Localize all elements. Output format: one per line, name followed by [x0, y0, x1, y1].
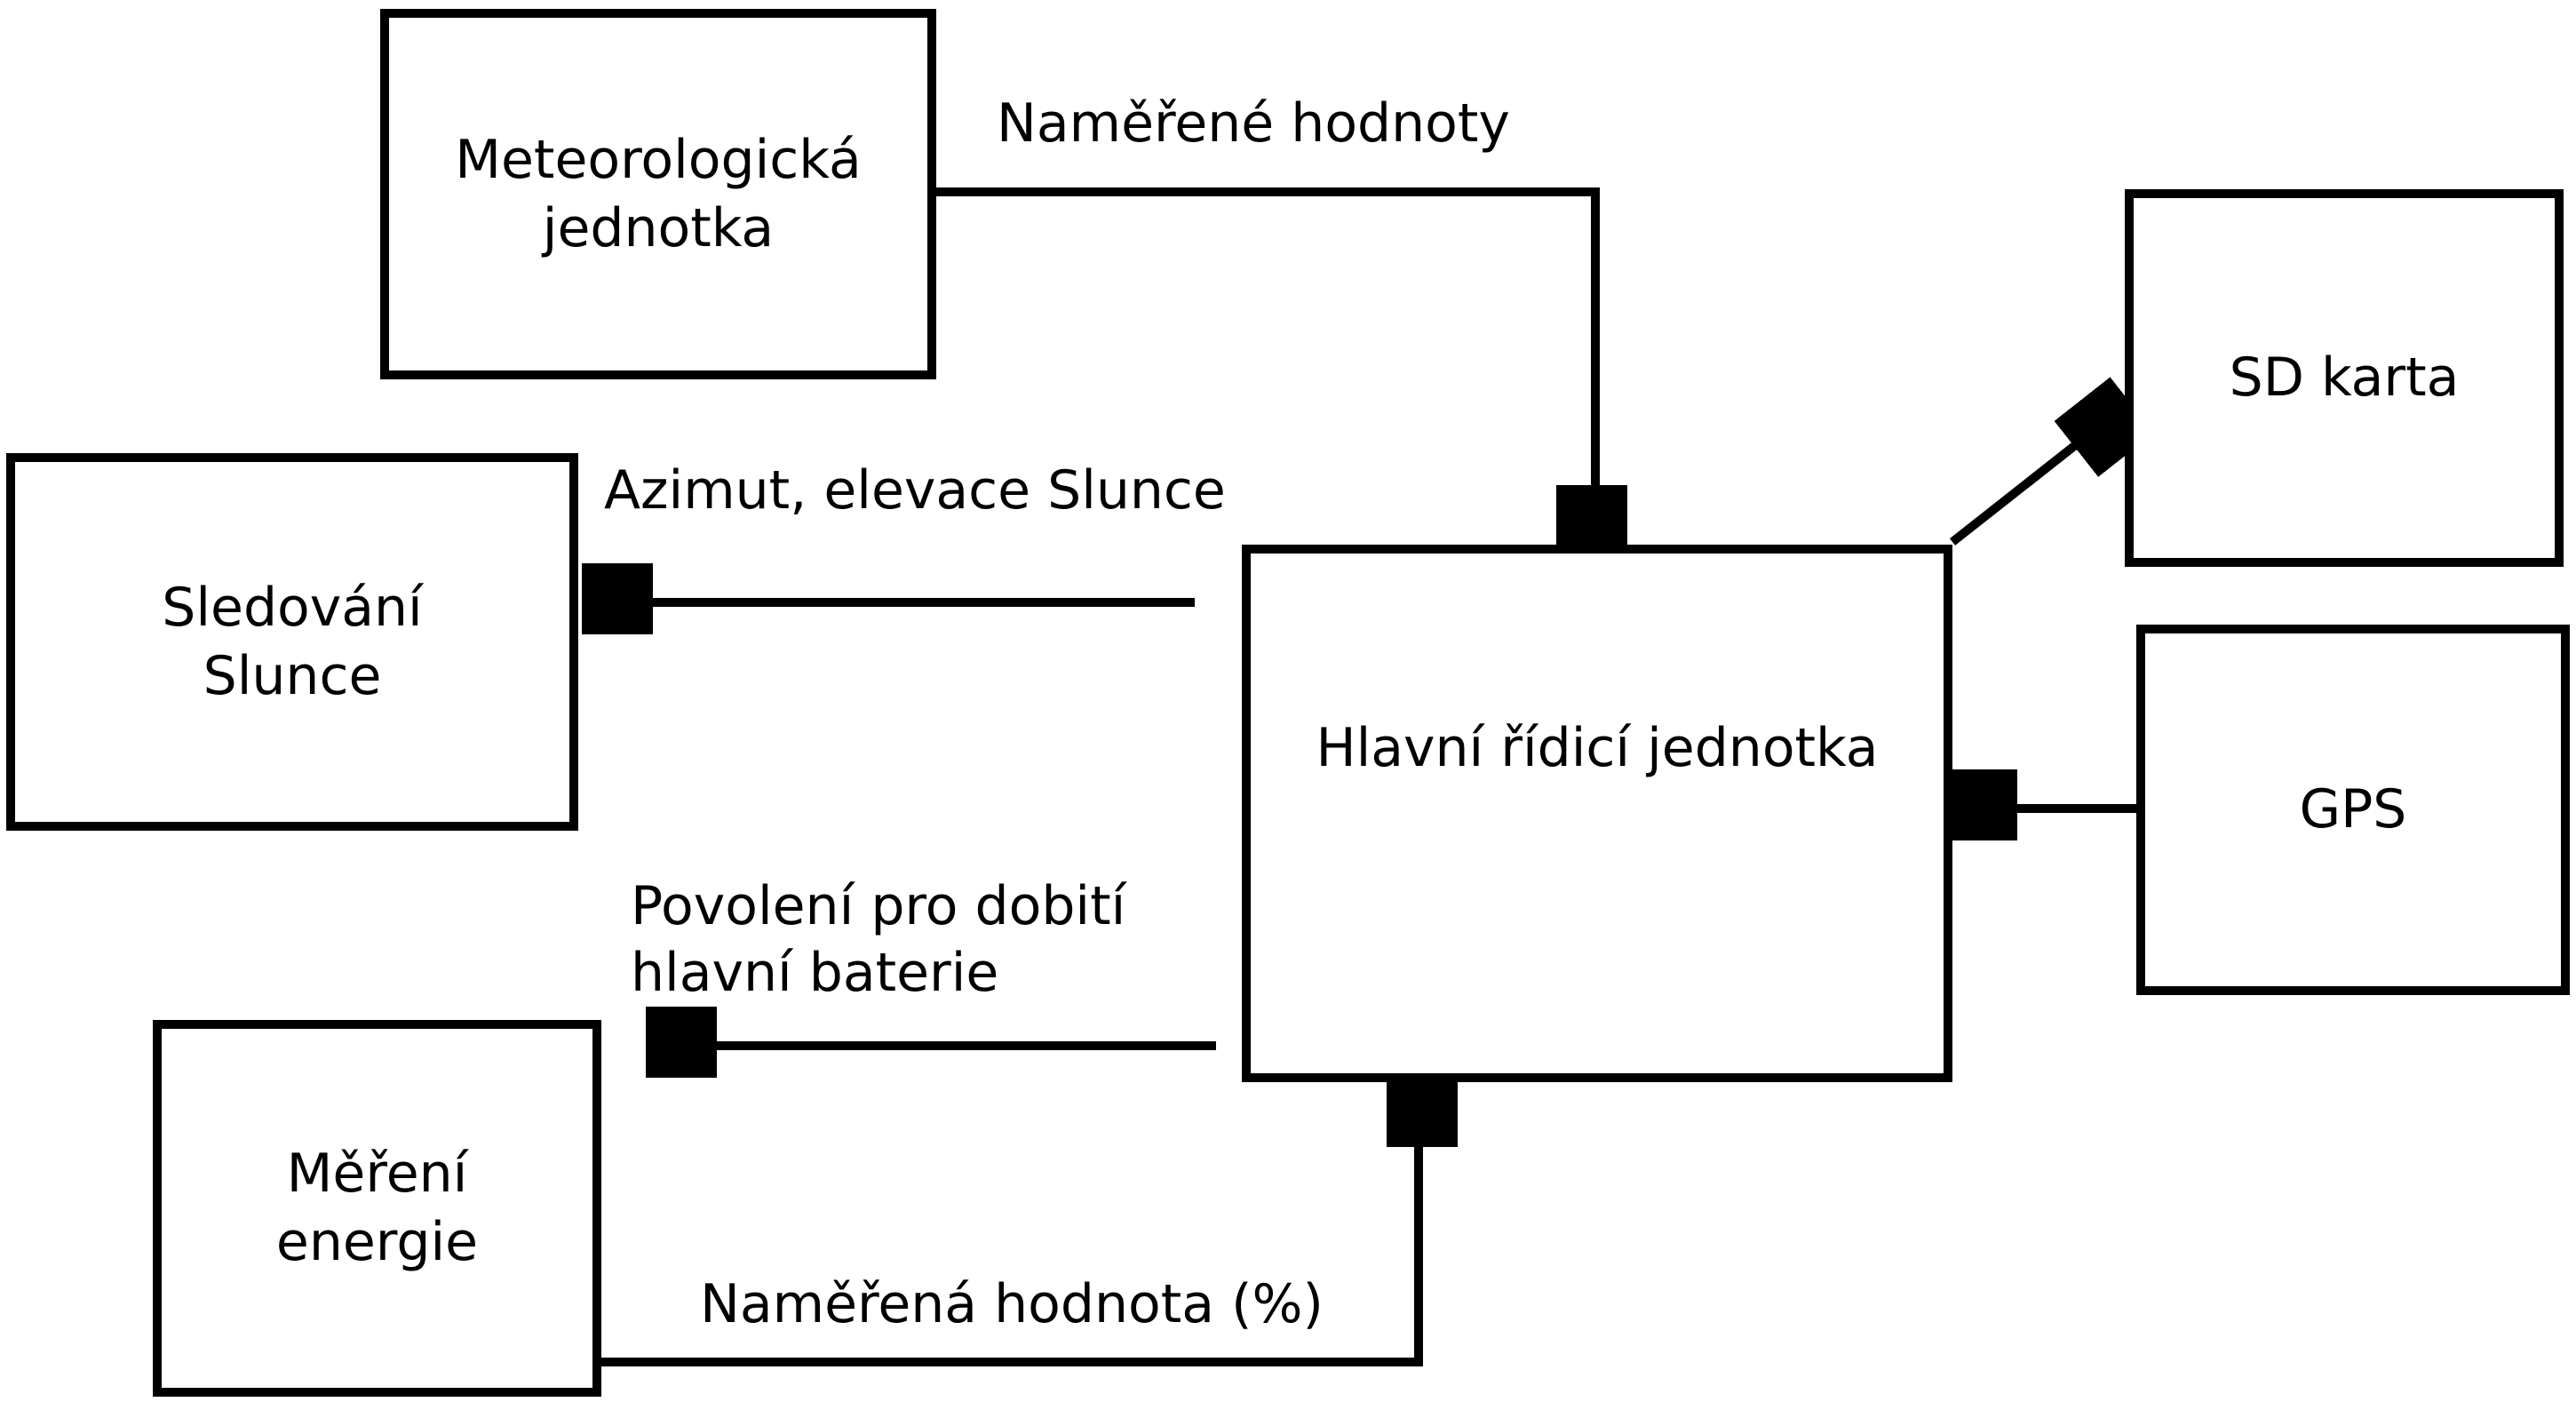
meteo-label-line2: jednotka — [542, 196, 775, 259]
sledovani-label-line1: Sledování — [162, 576, 423, 639]
node-gps: GPS — [2136, 625, 2570, 995]
arrow-to-sd-card — [1949, 410, 2119, 546]
node-gps-label: GPS — [2299, 778, 2407, 841]
node-energy-measurement-label: Měření energie — [276, 1140, 478, 1277]
mereni-label-line2: energie — [275, 1211, 479, 1273]
edge-label-charge-permission: Povolení pro dobití hlavní baterie — [631, 873, 1125, 1007]
node-sd-card-label: SD karta — [2229, 347, 2460, 410]
arrow-measured-value-pct — [601, 1089, 1419, 1366]
edge-label-measured-value-pct: Naměřená hodnota (%) — [700, 1273, 1324, 1335]
node-energy-measurement: Měření energie — [153, 1020, 601, 1397]
mereni-label-line1: Měření — [286, 1143, 468, 1206]
edge-label-measured-values: Naměřené hodnoty — [997, 92, 1510, 155]
meteo-label-line1: Meteorologická — [455, 128, 862, 191]
node-sd-card: SD karta — [2125, 189, 2564, 567]
charge-permission-line1: Povolení pro dobití — [631, 875, 1126, 937]
node-sun-tracking-label: Sledování Slunce — [162, 574, 422, 711]
edge-label-azimuth-elevation: Azimut, elevace Slunce — [604, 459, 1226, 522]
sledovani-label-line2: Slunce — [203, 644, 382, 707]
node-main-control-unit: Hlavní řídicí jednotka — [1242, 545, 1952, 1082]
node-main-control-unit-label: Hlavní řídicí jednotka — [1316, 717, 1879, 780]
node-sun-tracking: Sledování Slunce — [6, 453, 578, 831]
node-meteorological-unit: Meteorologická jednotka — [380, 9, 936, 379]
arrow-measured-values — [934, 187, 1595, 543]
charge-permission-line2: hlavní baterie — [631, 942, 999, 1004]
node-meteorological-unit-label: Meteorologická jednotka — [455, 126, 861, 263]
